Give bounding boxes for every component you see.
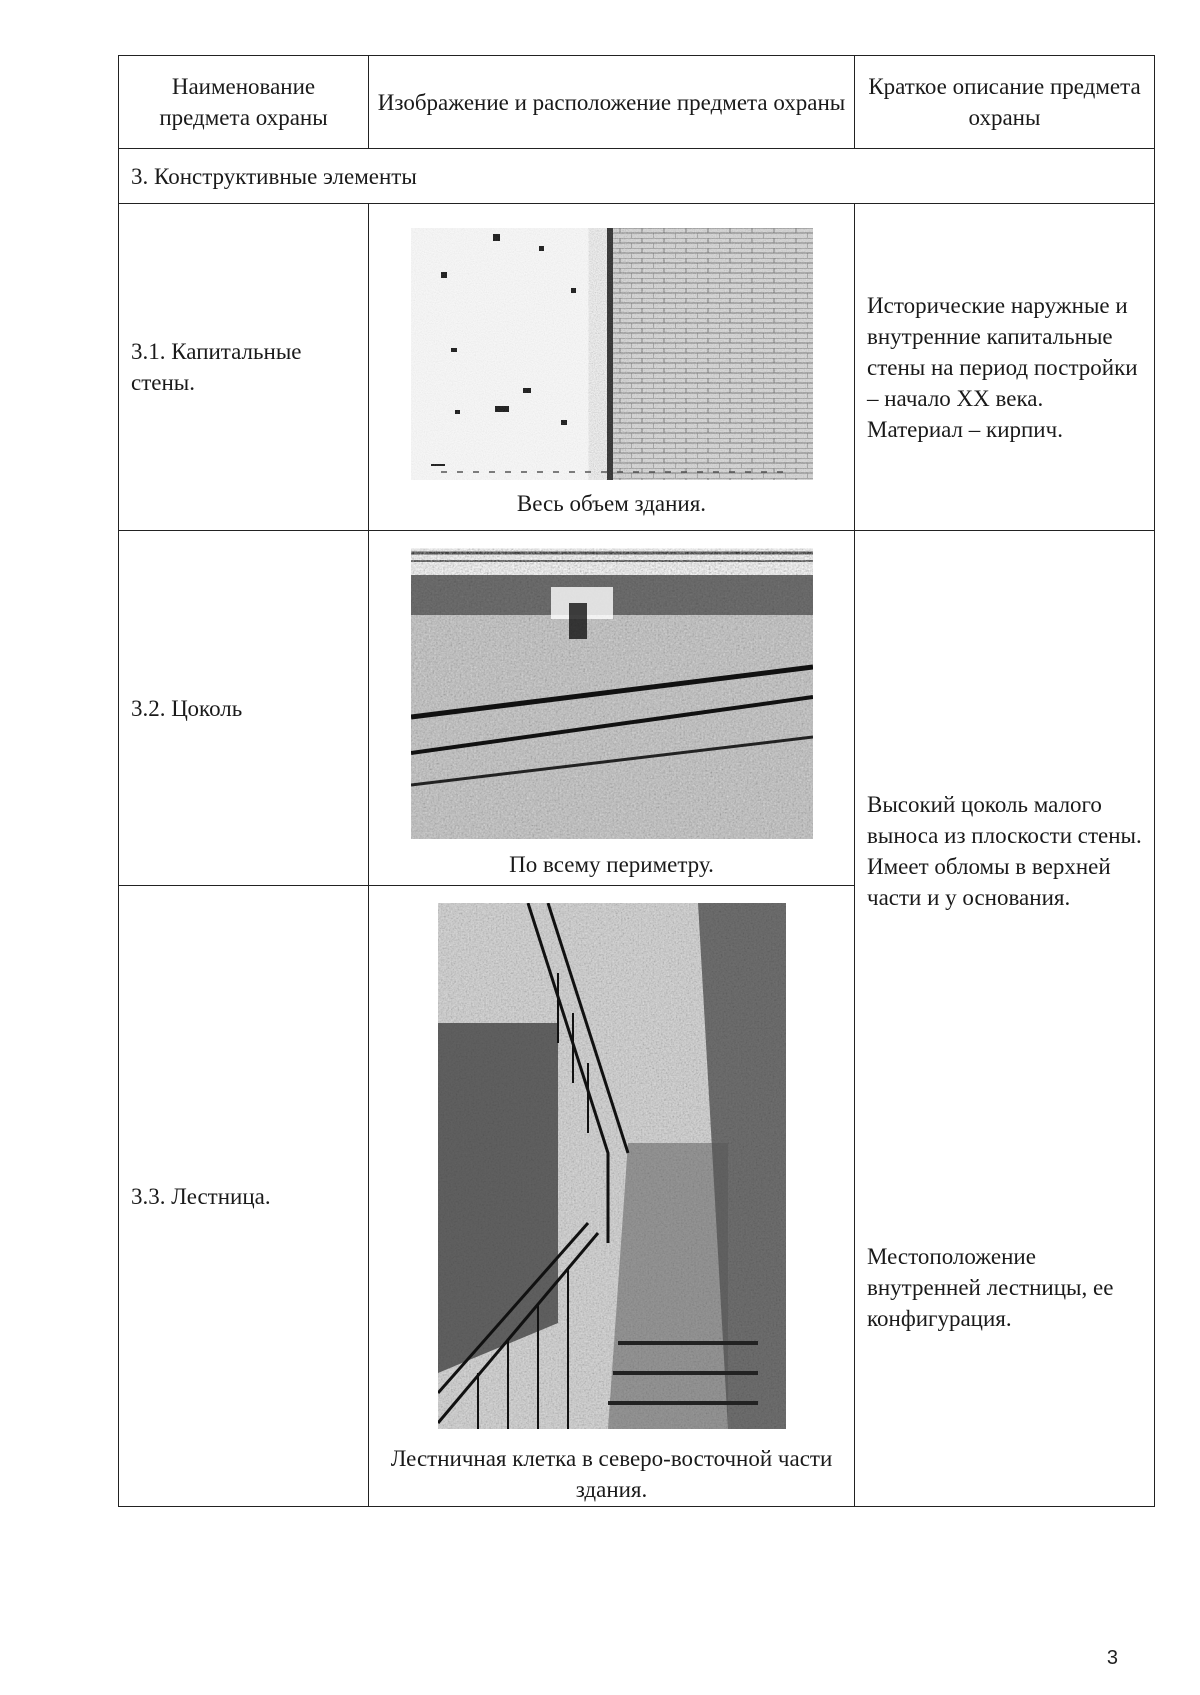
table-row: 3.3. Лестница. (118, 885, 1155, 1507)
row-image-cell: Лестничная клетка в северо-восточной час… (368, 885, 855, 1507)
row-description: Исторические наружные и внутренние капит… (854, 203, 1155, 531)
header-image: Изображение и расположение предмета охра… (368, 55, 855, 149)
page-number: 3 (1106, 1647, 1118, 1669)
row-caption: Весь объем здания. (516, 490, 707, 516)
protection-subjects-table: Наименование предмета охраны Изображение… (118, 55, 1155, 1507)
section-row: 3. Конструктивные элементы (118, 148, 1155, 204)
table-row: 3.1. Капитальные стены. (118, 203, 1155, 531)
facade-brick-wall-photo (410, 227, 813, 480)
row-description: Местоположение внутренней лестницы, ее к… (867, 1244, 1114, 1331)
row-caption: Лестничная клетка в северо-восточной час… (390, 1446, 833, 1502)
row-description-merged: Высокий цоколь малого выноса из плоскост… (854, 530, 1155, 1507)
row-description: Высокий цоколь малого выноса из плоскост… (867, 792, 1142, 910)
table-header-row: Наименование предмета охраны Изображение… (118, 55, 1155, 149)
row-image-cell: По всему периметру. (368, 530, 855, 886)
row-name: 3.2. Цоколь (118, 530, 369, 886)
plinth-wall-photo (410, 546, 813, 839)
row-name: 3.1. Капитальные стены. (118, 203, 369, 531)
header-name: Наименование предмета охраны (118, 55, 369, 149)
staircase-photo (437, 903, 786, 1429)
table-row: 3.2. Цоколь По всему периметру. (118, 530, 1155, 1507)
row-caption: По всему периметру. (509, 851, 714, 877)
section-title: 3. Конструктивные элементы (118, 148, 1155, 204)
row-image-cell: Весь объем здания. (368, 203, 855, 531)
header-description: Краткое описание предмета охраны (854, 55, 1155, 149)
row-name: 3.3. Лестница. (118, 885, 369, 1507)
